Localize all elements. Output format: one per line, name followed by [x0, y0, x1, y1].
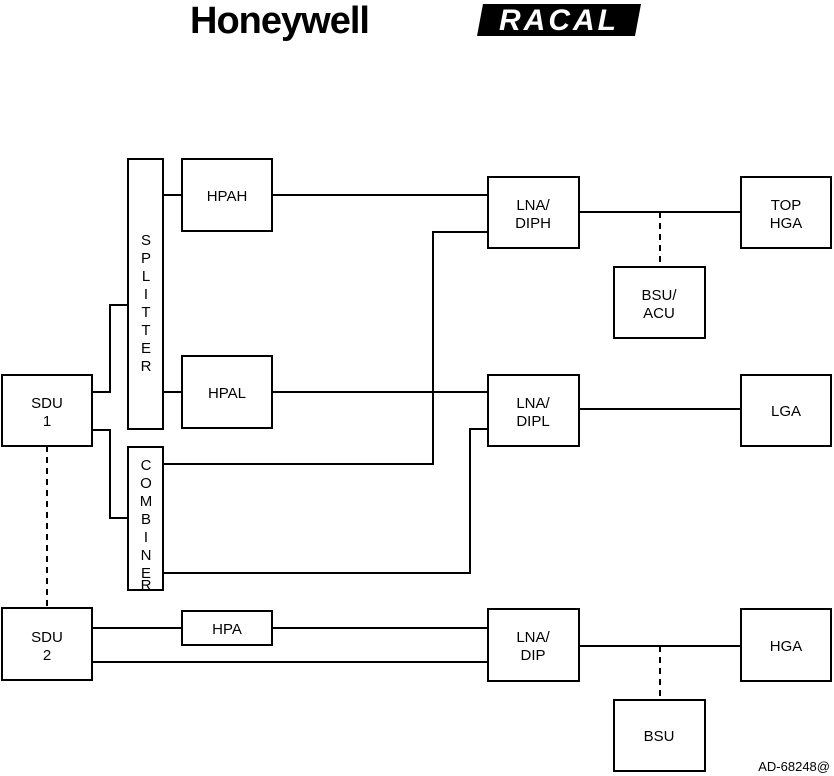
wire-combiner-lna-diph — [163, 232, 488, 464]
combiner-letter: O — [140, 475, 152, 492]
splitter-letter: T — [141, 322, 150, 339]
lna-diph-label-line2: DIPH — [515, 215, 551, 232]
lna-dip-label-line2: DIP — [520, 647, 545, 664]
sdu1-label-line1: SDU — [31, 395, 63, 412]
lna-dipl-label-line1: LNA/ — [516, 395, 550, 412]
combiner-letter: I — [144, 529, 148, 546]
lga-block: LGA — [741, 375, 831, 446]
lna-dipl-block: LNA/ DIPL — [488, 375, 579, 446]
hpah-label: HPAH — [207, 188, 248, 205]
sdu2-label-line2: 2 — [43, 647, 51, 664]
hpal-label: HPAL — [208, 385, 246, 402]
lna-dipl-label-line2: DIPL — [516, 413, 549, 430]
bsu-label: BSU — [644, 728, 675, 745]
splitter-letter: I — [144, 286, 148, 303]
bsu-acu-label-line2: ACU — [643, 305, 675, 322]
drawing-reference-number: AD-68248@ — [758, 759, 830, 774]
sdu2-block: SDU 2 — [2, 608, 92, 680]
hga-block: HGA — [741, 609, 831, 681]
wire-sdu1-combiner — [92, 430, 128, 518]
lna-dip-block: LNA/ DIP — [488, 609, 579, 681]
combiner-letter: R — [141, 577, 152, 594]
sdu1-label-line2: 1 — [43, 413, 51, 430]
wire-sdu1-splitter — [92, 305, 128, 392]
combiner-letter: B — [141, 511, 151, 528]
bsu-acu-block: BSU/ ACU — [614, 267, 705, 338]
combiner-letter: C — [141, 457, 152, 474]
lna-diph-label-line1: LNA/ — [516, 197, 550, 214]
splitter-letter: L — [142, 268, 150, 285]
combiner-letter: N — [141, 547, 152, 564]
splitter-letter: E — [141, 340, 151, 357]
lna-diph-block: LNA/ DIPH — [488, 177, 579, 248]
sdu2-label-line1: SDU — [31, 629, 63, 646]
splitter-letter: S — [141, 232, 151, 249]
hpal-block: HPAL — [182, 356, 272, 428]
combiner-block: C O M B I N E R — [128, 447, 163, 594]
top-hga-label-line1: TOP — [771, 197, 802, 214]
combiner-letter: M — [140, 493, 153, 510]
bsu-acu-label-line1: BSU/ — [641, 287, 677, 304]
lga-label: LGA — [771, 403, 801, 420]
hpa-block: HPA — [182, 611, 272, 645]
lna-dip-label-line1: LNA/ — [516, 629, 550, 646]
top-hga-block: TOP HGA — [741, 177, 831, 248]
splitter-letter: P — [141, 250, 151, 267]
top-hga-label-line2: HGA — [770, 215, 803, 232]
bsu-block: BSU — [614, 700, 705, 771]
splitter-letter: T — [141, 304, 150, 321]
hpah-block: HPAH — [182, 159, 272, 231]
hpa-label: HPA — [212, 621, 242, 638]
splitter-letter: R — [141, 358, 152, 375]
splitter-block: S P L I T T E R — [128, 159, 163, 429]
hga-label: HGA — [770, 638, 803, 655]
wire-combiner-lna-dipl — [163, 429, 488, 573]
sdu1-block: SDU 1 — [2, 375, 92, 446]
